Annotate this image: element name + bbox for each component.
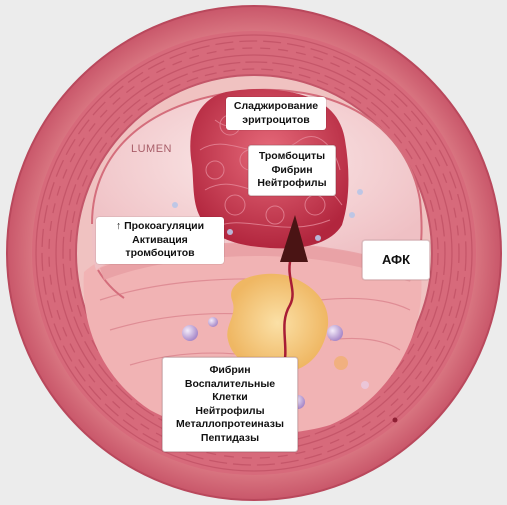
erythrocyte-aggregation-label: Сладжирование эритроцитов [226, 97, 326, 130]
label-line: Воспалительные [165, 378, 295, 392]
procoagulation-label: ↑ Прокоагуляции Активация тромбоцитов [96, 217, 224, 264]
afk-label: АФК [362, 240, 430, 280]
label-line: Активация [98, 234, 222, 248]
label-text: Прокоагуляции [124, 220, 204, 232]
label-line: Нейтрофилы [251, 177, 333, 191]
label-line: Сладжирование [228, 100, 324, 114]
plaque-components-label: Фибрин Воспалительные Клетки Нейтрофилы … [162, 357, 298, 452]
label-line: Клетки [165, 391, 295, 405]
label-line: тромбоцитов [98, 247, 222, 261]
platelets-fibrin-label: Тромбоциты Фибрин Нейтрофилы [248, 145, 336, 196]
label-line: эритроцитов [228, 114, 324, 128]
label-line: Пептидазы [165, 432, 295, 446]
lumen-label: LUMEN [131, 143, 172, 155]
label-line: Металлопротеиназы [165, 418, 295, 432]
up-arrow-icon: ↑ [116, 220, 121, 232]
label-line: АФК [363, 241, 429, 279]
label-line: ↑ Прокоагуляции [98, 220, 222, 234]
label-line: Фибрин [251, 164, 333, 178]
label-line: Нейтрофилы [165, 405, 295, 419]
label-line: Тромбоциты [251, 150, 333, 164]
label-line: Фибрин [165, 364, 295, 378]
